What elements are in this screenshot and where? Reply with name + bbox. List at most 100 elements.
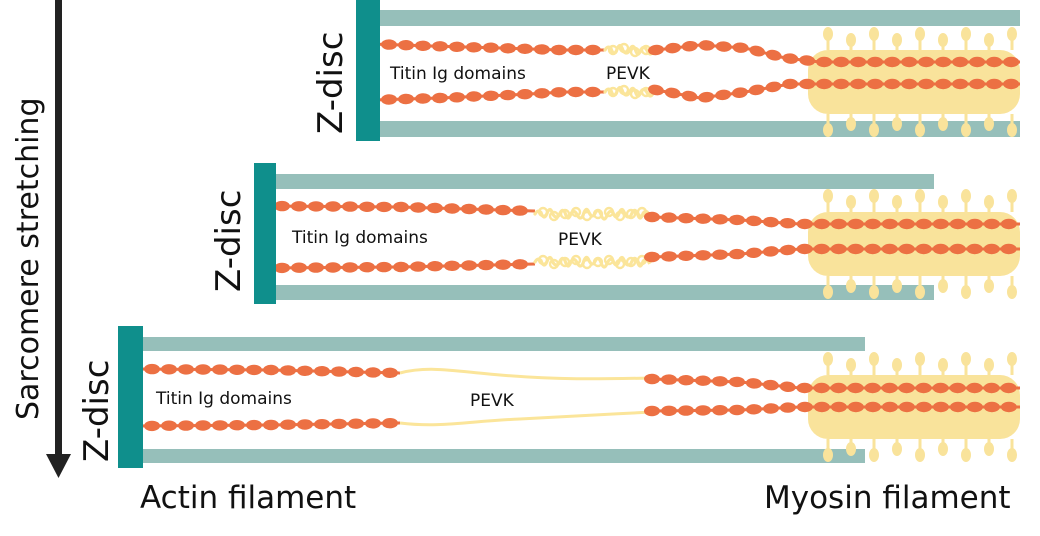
ig-domain-bead [195, 364, 211, 375]
ig-domain-bead [681, 40, 698, 52]
ig-domain-bead [932, 243, 949, 255]
pevk-coil-line [603, 43, 658, 56]
ig-domain-bead [664, 87, 681, 99]
ig-domain-bead [461, 260, 477, 271]
pevk-coil-loop [592, 208, 604, 220]
myosin-head [984, 358, 994, 372]
ig-domain-bead [712, 249, 728, 260]
ig-domain-bead [932, 401, 949, 413]
myosin-head [984, 195, 994, 209]
ig-domain-bead [864, 382, 881, 394]
ig-domain-bead [1003, 56, 1020, 68]
pevk-coil-loop [548, 210, 560, 222]
ig-domain-bead [376, 261, 392, 273]
ig-domain-bead [661, 374, 677, 385]
ig-domain-bead [983, 218, 1000, 230]
ig-domain-bead [567, 86, 584, 98]
pevk-coil-loop [581, 258, 593, 270]
ig-domain-bead [348, 366, 364, 378]
ig-domain-bead [398, 39, 414, 51]
myosin-head [961, 27, 971, 41]
ig-domain-bead [881, 243, 898, 255]
pevk-coil-bottom [603, 84, 658, 100]
ig-domain-bead [847, 401, 864, 413]
actin-filament-label: Actin filament [140, 480, 356, 516]
titin-ig-label: Titin Ig domains [291, 228, 428, 248]
stretching-axis-label: Sarcomere stretching [11, 98, 46, 421]
myosin-head [915, 352, 925, 366]
ig-domain-bead [729, 376, 745, 388]
ig-domain-bead [325, 201, 341, 212]
pevk-coil-loop [537, 254, 549, 266]
myosin-head [869, 352, 879, 366]
ig-domain-bead [511, 205, 528, 216]
ig-domain-bead [308, 262, 324, 273]
ig-domain-bead [847, 243, 864, 255]
ig-domain-bead [986, 78, 1003, 90]
myosin-head [984, 442, 994, 456]
ig-domain-bead [297, 365, 313, 377]
myosin-head [915, 285, 925, 299]
ig-domain-bead [918, 56, 935, 68]
ig-domain-bead [427, 260, 443, 272]
ig-domain-bead [246, 419, 262, 431]
ig-domain-bead [365, 367, 381, 378]
ig-domain-bead [867, 78, 884, 90]
z-disc-label: Z-disc [77, 360, 117, 462]
ig-domain-bead [499, 43, 516, 54]
ig-domain-bead [935, 56, 952, 68]
ig-domain-bead [731, 87, 748, 98]
myosin-head [1007, 448, 1017, 462]
ig-domain-bead [482, 90, 499, 102]
ig-domain-bead [661, 405, 677, 417]
ig-domain-bead [915, 218, 932, 230]
titin-ig-chain-top-left [257, 200, 536, 216]
ig-domain-bead [698, 40, 715, 51]
ig-domain-bead [415, 40, 431, 52]
pevk-coil-line [603, 85, 658, 98]
ig-domain-bead [314, 365, 330, 377]
ig-domain-bead [847, 382, 864, 394]
pevk-label: PEVK [606, 64, 651, 84]
myosin-head [984, 33, 994, 47]
ig-domain-bead [359, 261, 375, 273]
ig-domain-bead [712, 376, 728, 387]
pevk-coil-loop [559, 208, 571, 220]
ig-domain-bead [161, 364, 177, 375]
myosin-head [846, 195, 856, 209]
ig-domain-bead [1000, 218, 1017, 230]
ig-domain-bead [864, 243, 881, 255]
ig-domain-bead [715, 41, 732, 52]
ig-domain-bead [161, 420, 177, 431]
myosin-head [915, 448, 925, 462]
myosin-head [892, 33, 902, 47]
ig-domain-bead [850, 56, 867, 68]
titin-ig-chain-bottom-left [364, 86, 605, 106]
myosin-head [1007, 27, 1017, 41]
ig-domain-bead [969, 56, 986, 68]
ig-domain-bead [280, 419, 296, 430]
myosin-heads [823, 27, 1017, 137]
ig-domain-bead [648, 44, 664, 56]
myosin-head [846, 117, 856, 131]
pevk-coil-loop [614, 210, 626, 222]
myosin-head [846, 358, 856, 372]
ig-domain-bead [444, 260, 460, 272]
pevk-coil-loop [537, 206, 549, 218]
ig-domain-bead [644, 211, 660, 223]
pevk-coil-loop [607, 86, 619, 98]
myosin-head [869, 189, 879, 203]
ig-domain-bead [830, 401, 847, 413]
ig-domain-bead [966, 382, 983, 394]
ig-domain-bead [983, 401, 1000, 413]
ig-domain-bead [986, 56, 1003, 68]
ig-domain-bead [648, 84, 664, 96]
pevk-coil-loop [618, 84, 630, 96]
myosin-head [961, 448, 971, 462]
titin-ig-chain-top-left [364, 38, 605, 56]
ig-domain-bead [533, 88, 550, 99]
ig-domain-bead [584, 86, 601, 98]
ig-domain-bead [678, 212, 694, 224]
ig-domain-bead [382, 367, 398, 379]
ig-domain-bead [376, 201, 392, 213]
